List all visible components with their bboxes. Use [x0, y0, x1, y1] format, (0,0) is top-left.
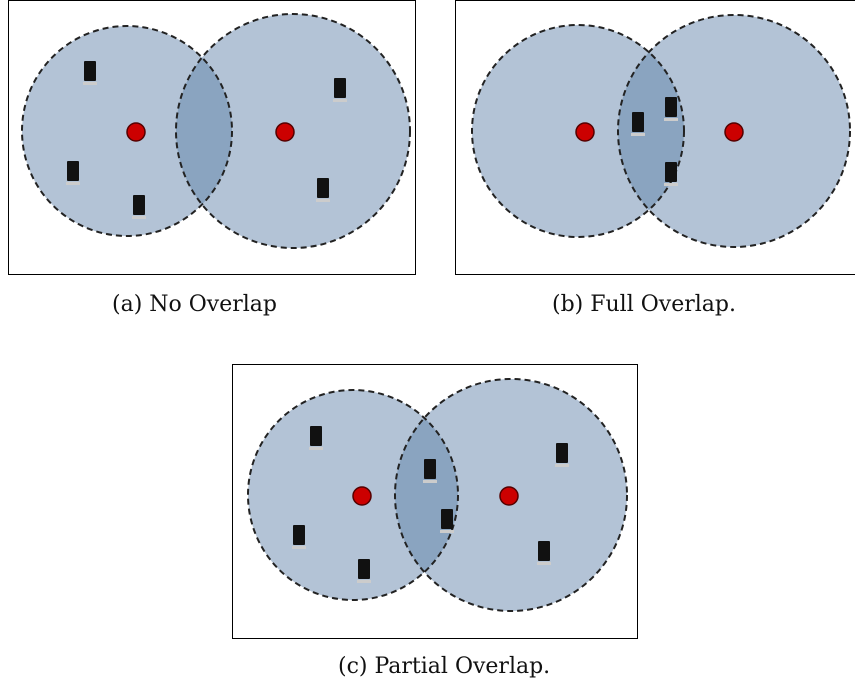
base-station-dot: [724, 122, 744, 142]
sensor-device-icon: [292, 525, 306, 549]
caption-a: (a) No Overlap: [112, 292, 277, 317]
sensor-device-icon: [333, 78, 347, 102]
sensor-device-icon: [440, 509, 454, 533]
sensor-device-icon: [66, 161, 80, 185]
sensor-device-icon: [83, 61, 97, 85]
base-station-dot: [575, 122, 595, 142]
panel-full-overlap: [455, 0, 855, 275]
sensor-device-icon: [316, 178, 330, 202]
sensor-device-icon: [631, 112, 645, 136]
sensor-device-icon: [357, 559, 371, 583]
base-station-dot: [275, 122, 295, 142]
sensor-device-icon: [664, 97, 678, 121]
sensor-device-icon: [555, 443, 569, 467]
diagram-partial-overlap: [247, 378, 628, 612]
sensor-device-icon: [664, 162, 678, 186]
panel-no-overlap: [8, 0, 416, 275]
diagram-full-overlap: [471, 14, 851, 248]
base-station-dot: [352, 486, 372, 506]
base-station-dot: [126, 122, 146, 142]
sensor-device-icon: [309, 426, 323, 450]
caption-b: (b) Full Overlap.: [552, 292, 736, 317]
base-station-dot: [499, 486, 519, 506]
diagram-no-overlap: [21, 13, 411, 249]
panel-partial-overlap: [232, 364, 638, 639]
sensor-device-icon: [423, 459, 437, 483]
sensor-device-icon: [537, 541, 551, 565]
caption-c: (c) Partial Overlap.: [338, 654, 551, 679]
sensor-device-icon: [132, 195, 146, 219]
